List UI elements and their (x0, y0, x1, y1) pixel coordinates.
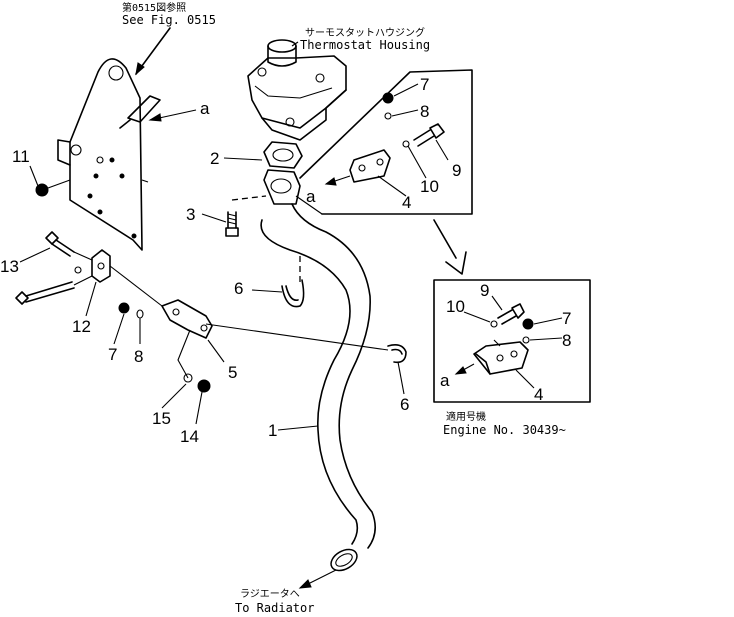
thermostat-jp-label: サーモスタットハウジング (305, 26, 425, 39)
bracket-5 (161, 299, 213, 379)
detail-arrow (433, 219, 467, 275)
callout-8-lower: 8 (562, 331, 571, 350)
nut-7-left (118, 302, 130, 314)
see-fig-jp-label: 第0515図参照 (122, 1, 186, 14)
marker-a-left: a (200, 99, 210, 118)
callout-3: 3 (186, 205, 195, 224)
callout-8-upper: 8 (420, 102, 429, 121)
radiator-jp-label: ラジエータへ (240, 588, 300, 600)
bracket-plate (57, 58, 161, 251)
engine-no-en-label: Engine No. 30439~ (443, 423, 566, 437)
callout-6-left: 6 (234, 279, 243, 298)
callout-10-lower: 10 (446, 297, 465, 316)
callout-14: 14 (180, 427, 199, 446)
callout-6-right: 6 (400, 395, 409, 414)
nut-11 (35, 179, 71, 197)
callout-9-upper: 9 (452, 161, 461, 180)
callout-9-lower: 9 (480, 281, 489, 300)
washer-8-left (136, 309, 144, 319)
callout-1: 1 (268, 421, 277, 440)
callout-2: 2 (210, 149, 219, 168)
nut-14 (197, 379, 211, 393)
water-hose (260, 169, 376, 572)
callout-7-left: 7 (108, 345, 117, 364)
radiator-en-label: To Radiator (235, 601, 314, 615)
bolt-long (15, 275, 93, 305)
lower-detail-box (433, 279, 591, 403)
callout-7-lower: 7 (562, 309, 571, 328)
engine-no-jp-label: 適用号機 (446, 410, 486, 423)
callout-10-upper: 10 (420, 177, 439, 196)
callout-15: 15 (152, 409, 171, 428)
gasket (263, 141, 303, 169)
bracket-12 (91, 249, 163, 307)
bolt-13 (45, 231, 93, 261)
callout-13: 13 (0, 257, 19, 276)
callout-4-lower: 4 (534, 385, 543, 404)
clip-6-left (281, 256, 305, 308)
marker-a-upper: a (306, 187, 316, 206)
washer-15 (183, 373, 193, 383)
callout-12: 12 (72, 317, 91, 336)
washer-12 (74, 266, 82, 274)
clip-6-right (387, 344, 407, 364)
callout-11: 11 (12, 147, 30, 166)
marker-a-lower: a (440, 371, 450, 390)
upper-detail-box (295, 69, 473, 215)
callout-8-left: 8 (134, 347, 143, 366)
bolt-3 (225, 195, 267, 237)
thermostat-en-label: Thermostat Housing (300, 38, 430, 52)
leader-lines (19, 83, 563, 431)
callout-7-upper: 7 (420, 75, 429, 94)
thermostat-housing (247, 39, 347, 141)
see-fig-en-label: See Fig. 0515 (122, 13, 216, 27)
callout-4-upper: 4 (402, 193, 411, 212)
callout-5: 5 (228, 363, 237, 382)
